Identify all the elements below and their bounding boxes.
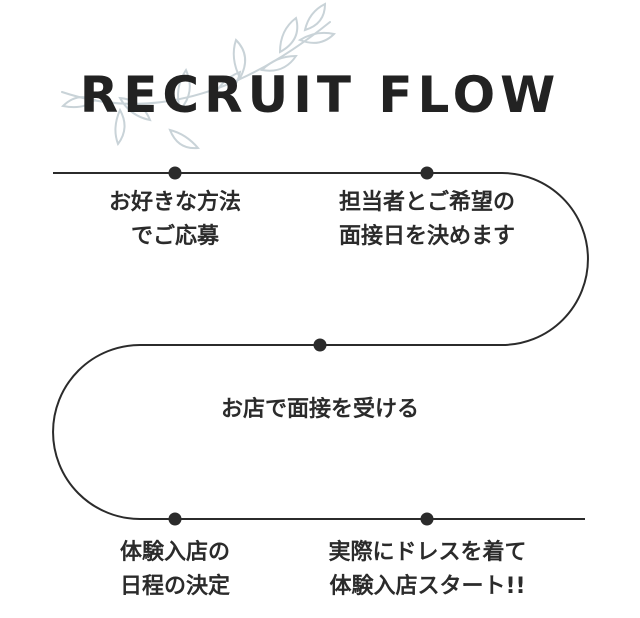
step-4-line-1: 体験入店の [119, 540, 230, 565]
step-4-line-2: 日程の決定 [119, 574, 230, 599]
step-1-line-2: でご応募 [130, 224, 219, 249]
step-dot-5 [420, 512, 434, 526]
step-dot-4 [168, 512, 182, 526]
step-1-text: お好きな方法 でご応募 [75, 186, 275, 254]
step-2-line-2: 面接日を決めます [338, 224, 515, 249]
step-5-line-1: 実際にドレスを着て [328, 540, 527, 565]
step-3-text: お店で面接を受ける [180, 393, 460, 427]
step-2-text: 担当者とご希望の 面接日を決めます [317, 186, 537, 254]
step-5-text: 実際にドレスを着て 体験入店スタート!! [305, 536, 550, 604]
flow-line [52, 172, 589, 520]
step-dot-2 [420, 166, 434, 180]
step-5-line-2: 体験入店スタート!! [329, 574, 526, 599]
step-dot-3 [313, 338, 327, 352]
step-dot-1 [168, 166, 182, 180]
leaf-branch-icon [60, 2, 336, 150]
step-1-line-1: お好きな方法 [108, 190, 241, 215]
step-4-text: 体験入店の 日程の決定 [75, 536, 275, 604]
page-title: RECRUIT FLOW [79, 66, 561, 124]
step-3-line-1: お店で面接を受ける [220, 397, 419, 422]
step-2-line-1: 担当者とご希望の [338, 190, 515, 215]
